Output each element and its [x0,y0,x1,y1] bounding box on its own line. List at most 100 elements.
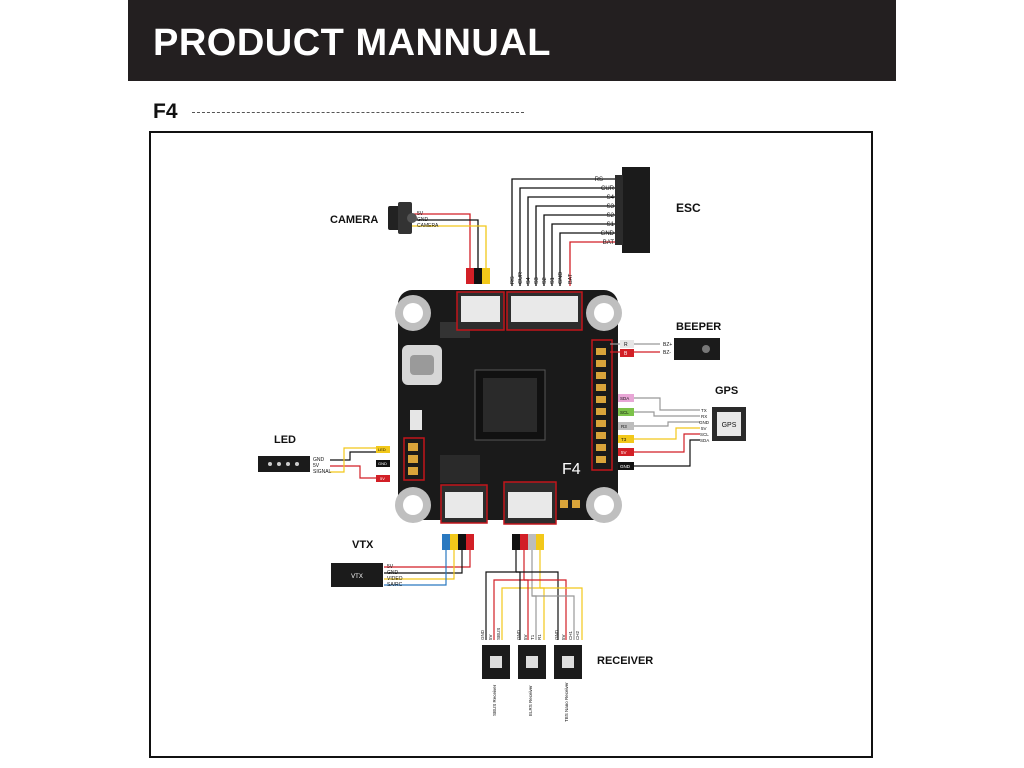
gps-pin-label: GND [699,420,710,425]
receiver-plugs [512,534,544,550]
gps-label: GPS [715,385,738,397]
esc-pin-label: S1 [607,222,615,228]
camera-pin-label: 5V [417,211,424,217]
camera-icon [388,202,417,234]
vtx-pin-label: SA/RC [387,582,403,588]
receiver-pin-label: 5V [561,634,566,640]
led-pin-label: SIGNAL [313,469,332,475]
gps-pads: SDA SCL R3 T3 5V GND [618,394,634,470]
esc-board-pin-label: S2 [542,277,548,284]
diagram-frame [149,131,873,758]
esc-board-pin-label: RS [510,276,516,284]
beeper-pin-labels: BZ+ BZ- [663,342,672,356]
gps-pad-label: GND [620,464,631,469]
led-pin-label: 5V [313,463,320,469]
camera-pin-label: GND [417,217,429,223]
receiver-name: ELRS Receiver [528,685,533,716]
vtx-pin-label: 5V [387,564,394,570]
receiver-elrs: GND 5V T1 R1 ELRS Receiver [516,629,546,716]
gps-pin-label: RX [701,414,707,419]
beeper-pad-label: B [624,351,628,357]
camera-pin-label: CAMERA [417,223,439,229]
section-title: F4 [153,100,178,123]
beeper-pin-label: BZ+ [663,342,672,348]
receiver-pin-label: GND [516,629,521,640]
led-pad-label: GND [378,461,387,466]
gps-module: GPS [712,407,746,441]
esc-connector [615,167,650,253]
vtx-module-label: VTX [351,574,363,580]
receiver-pin-label: CH1 [568,631,573,640]
esc-pin-label: S4 [607,195,615,201]
led-pad-label: 5V [380,476,385,481]
esc-pin-label: RS [595,177,603,183]
gps-pin-label: SCL [700,432,709,437]
beeper-wires [610,343,660,353]
receiver-wires [485,550,583,640]
receiver-sbus: GND 5V SBUS SBUS Receiver [480,628,510,716]
esc-pin-label: GND [601,231,615,237]
board-model-label: F4 [562,461,581,478]
vtx-pin-labels: 5V GND VIDEO SA/RC [387,564,403,588]
gps-wires [630,397,700,467]
vtx-module: VTX [331,563,383,587]
beeper-pad-label: R [624,342,628,348]
led-wires [330,447,376,479]
camera-label: CAMERA [330,214,378,226]
esc-board-pin-label: CUR [518,272,524,284]
led-pin-labels: GND 5V SIGNAL [313,457,332,475]
esc-board-pin-labels: RS CUR S4 S3 S2 S1 GND BAT [510,272,574,284]
camera-wires [410,213,487,270]
vtx-pin-label: VIDEO [387,576,403,582]
receiver-tbs: GND 5V CH1 CH2 TBS Nano Receiver [554,629,582,722]
vtx-pin-label: GND [387,570,399,576]
gps-pad-label: 5V [621,450,627,455]
vtx-wires [384,550,471,586]
gps-module-label: GPS [722,422,737,429]
esc-board-pin-label: S4 [526,277,532,284]
receiver-pin-label: CH2 [575,631,580,640]
esc-board-pin-label: S3 [534,277,540,284]
receiver-pin-label: R1 [537,634,542,640]
led-pads: LED GND 5V [376,446,390,482]
esc-pin-label: CUR [601,186,615,192]
receiver-name: SBUS Receiver [492,684,497,716]
receiver-pin-label: T1 [530,634,535,640]
esc-pin-labels: RS CUR S4 S3 S2 S1 GND BAT [595,177,615,246]
page-header: PRODUCT MANNUAL [128,0,896,81]
camera-plugs [466,268,490,284]
esc-board-pin-label: S1 [550,277,556,284]
flight-controller-board: F4 [395,290,622,525]
esc-pin-label: BAT [603,240,615,246]
gps-pin-label: SDA [700,438,709,443]
section-divider [192,112,524,113]
led-strip [258,456,310,472]
beeper-pin-label: BZ- [663,350,671,356]
led-label: LED [274,434,296,446]
esc-pin-label: S2 [607,213,615,219]
camera-pin-labels: 5V GND CAMERA [417,211,439,229]
beeper-pads: R B [620,340,634,357]
receiver-label: RECEIVER [597,655,653,667]
beeper-module [674,338,720,360]
page-title: PRODUCT MANNUAL [153,22,552,64]
receiver-pin-label: GND [554,629,559,640]
led-pad-label: LED [378,447,386,452]
esc-wires [511,178,620,286]
gps-pin-label: TX [701,408,707,413]
esc-board-pin-label: BAT [568,273,574,284]
esc-board-pin-label: GND [558,272,564,284]
beeper-label: BEEPER [676,321,721,333]
receiver-pin-label: SBUS [496,628,501,640]
receiver-pin-label: 5V [523,634,528,640]
led-pin-label: GND [313,457,325,463]
gps-pad-label: R3 [621,424,627,429]
receiver-name: TBS Nano Receiver [564,682,569,722]
gps-pin-labels: TX RX GND 5V SCL SDA [699,408,710,443]
esc-pin-label: S3 [607,204,615,210]
gps-pin-label: 5V [701,426,707,431]
receiver-pin-label: 5V [488,634,493,640]
gps-pad-label: SCL [620,410,629,415]
gps-pad-label: SDA [620,396,629,401]
